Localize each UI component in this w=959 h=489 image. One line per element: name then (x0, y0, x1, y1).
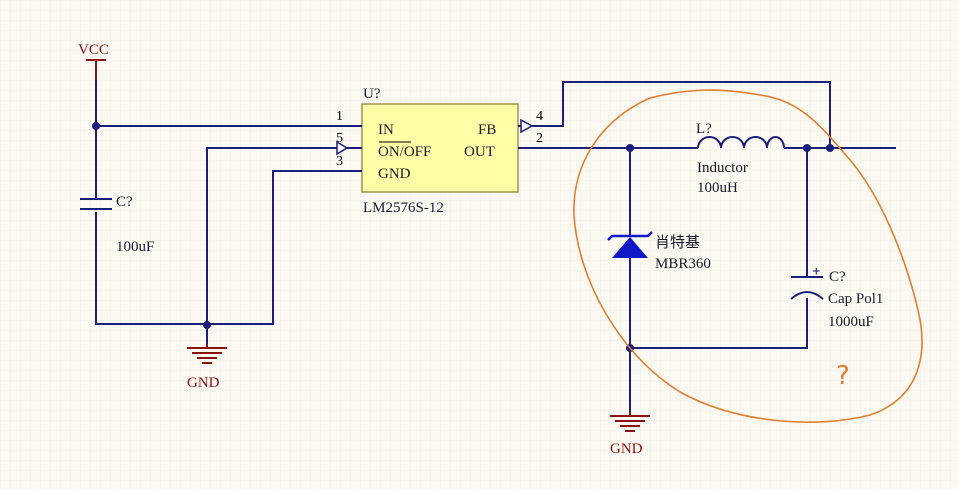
diode-triangle-icon (612, 237, 648, 258)
pin-1-number: 1 (336, 109, 343, 124)
gnd-right-label: GND (610, 441, 643, 457)
cap-out-type: Cap Pol1 (828, 291, 883, 307)
gnd-left-port[interactable]: GND (187, 344, 227, 391)
output-capacitor[interactable]: + C? Cap Pol1 1000uF (790, 264, 883, 330)
junction-vcc (92, 122, 100, 130)
ic-lm2576[interactable]: U? LM2576S-12 1 5 3 IN ON/OFF GND 4 2 FB… (335, 86, 546, 216)
annotation-loop (573, 89, 923, 423)
junction-fb (826, 144, 834, 152)
pin-gnd-name: GND (378, 166, 411, 182)
junction-gnd-left (203, 321, 211, 329)
input-wires[interactable] (95, 80, 337, 344)
inductor-value: 100uH (697, 180, 738, 196)
cap-pol-curve-icon (790, 291, 824, 300)
diode-bar-icon (607, 231, 653, 241)
cap-out-designator: C? (829, 269, 846, 285)
pin-in-name: IN (378, 122, 394, 138)
vcc-label: VCC (78, 42, 109, 58)
output-wires[interactable] (546, 81, 896, 412)
cap-out-value: 1000uF (828, 314, 874, 330)
pin-out-name: OUT (464, 144, 495, 160)
input-capacitor[interactable]: C? 100uF (80, 194, 154, 255)
schottky-diode[interactable]: 肖特基 MBR360 (607, 231, 711, 272)
ic-designator: U? (363, 86, 381, 102)
pin-onoff-name: ON/OFF (378, 144, 431, 160)
inductor-coil-icon (697, 136, 785, 149)
pin-5-number: 5 (336, 131, 343, 146)
vcc-port[interactable]: VCC (78, 42, 109, 80)
diode-part: MBR360 (655, 256, 711, 272)
inductor-designator: L? (696, 121, 712, 137)
junction-out (626, 144, 634, 152)
inductor[interactable]: L? Inductor 100uH (696, 121, 785, 196)
diode-label: 肖特基 (655, 234, 700, 251)
gnd-right-port[interactable]: GND (610, 412, 650, 457)
pin-2-number: 2 (536, 131, 543, 146)
cap-out-polarity: + (812, 264, 821, 280)
junction-l-cap (803, 144, 811, 152)
gnd-left-label: GND (187, 375, 220, 391)
cap-in-value: 100uF (116, 239, 154, 255)
ic-part: LM2576S-12 (363, 200, 444, 216)
pin-fb-name: FB (478, 122, 496, 138)
pin5-arrow-icon (336, 140, 349, 156)
pin4-arrow-icon (520, 118, 534, 134)
annotation-mark: ? (836, 361, 850, 391)
inductor-type: Inductor (697, 160, 748, 176)
pin-4-number: 4 (536, 109, 543, 124)
pin-3-number: 3 (336, 154, 343, 169)
cap-in-designator: C? (116, 194, 133, 210)
ic-body (361, 103, 519, 193)
hand-drawn-annotation: ? (573, 89, 923, 423)
